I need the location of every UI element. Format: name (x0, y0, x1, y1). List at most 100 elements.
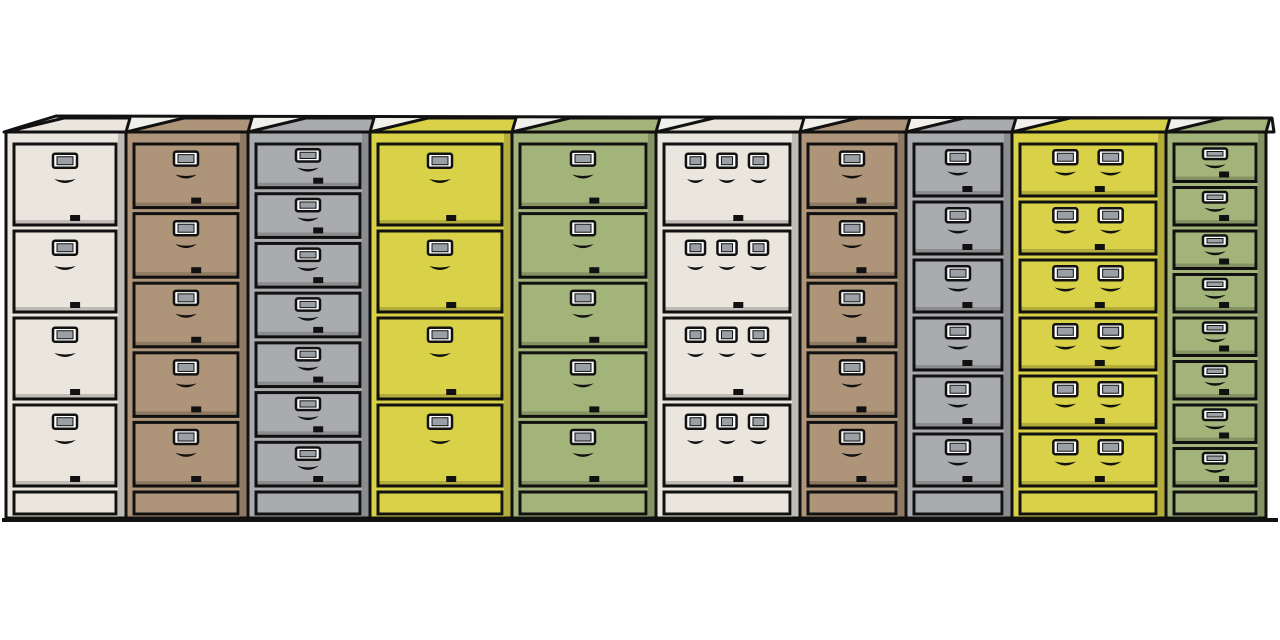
label-card (431, 417, 449, 427)
label-card (720, 156, 734, 166)
drawer-latch (191, 197, 202, 204)
drawer (912, 432, 1004, 488)
drawer-front (912, 374, 1004, 430)
label-card (177, 154, 195, 164)
drawer-latch (962, 360, 973, 366)
label-card (949, 442, 967, 452)
drawer-latch (70, 215, 81, 221)
drawer-shadow (14, 307, 116, 312)
drawer-latch (191, 267, 202, 274)
drawer-pull-icon (1099, 461, 1122, 466)
drawer-pull-icon (175, 174, 197, 179)
drawer (254, 440, 362, 488)
drawer-pull-icon (749, 179, 768, 184)
drawer-front (254, 241, 362, 289)
drawer-shadow (1020, 365, 1156, 370)
drawer-shadow (256, 431, 360, 437)
drawer-latch (191, 476, 202, 482)
cabinets-group (2, 114, 1278, 522)
drawer-front (376, 142, 504, 227)
drawer (254, 341, 362, 389)
cabinet-plinth (806, 490, 898, 516)
drawer-shadow (914, 249, 1002, 254)
label-card (949, 152, 967, 162)
drawer-pull-icon (54, 353, 76, 358)
drawer-front (1172, 142, 1258, 183)
drawer-front (1018, 258, 1158, 314)
drawer-latch (313, 177, 324, 184)
drawer-shadow (1020, 191, 1156, 196)
label-card (1056, 152, 1074, 162)
drawer (662, 229, 792, 314)
drawer (518, 142, 648, 210)
drawer-shadow (914, 307, 1002, 312)
label-card (177, 432, 195, 442)
drawer-latch (446, 389, 457, 395)
drawer-latch (70, 476, 81, 482)
drawer-pull-icon (718, 440, 736, 445)
drawer-front (12, 403, 118, 488)
drawer (662, 403, 792, 488)
drawer (518, 212, 648, 279)
drawer-latch (856, 197, 867, 204)
drawer-front (132, 351, 240, 418)
drawer-latch (856, 267, 867, 274)
drawer (662, 142, 792, 227)
drawer-pull-icon (1054, 229, 1077, 234)
drawer-latch (962, 186, 973, 192)
drawer-shadow (14, 481, 116, 486)
drawer-pull-icon (1204, 338, 1226, 343)
drawer (1018, 374, 1158, 430)
drawer-pull-icon (1054, 345, 1077, 350)
drawer (912, 316, 1004, 372)
drawer-shadow (256, 232, 360, 238)
drawer-front (376, 316, 504, 401)
label-card (299, 151, 317, 159)
drawer-shadow (1020, 481, 1156, 486)
drawer-pull-icon (1099, 229, 1122, 234)
drawer-front (662, 229, 792, 314)
drawer-latch (856, 476, 867, 482)
label-card (1206, 194, 1224, 200)
drawer-shadow (1174, 220, 1256, 225)
label-card (1102, 384, 1120, 394)
label-card (1056, 268, 1074, 278)
label-card (574, 223, 592, 233)
drawer-pull-icon (749, 440, 768, 445)
cabinet-body (654, 130, 802, 520)
cabinet-plinth (254, 490, 362, 516)
label-card (1206, 151, 1224, 157)
cabinet-side-shade (898, 132, 906, 518)
drawer-front (518, 142, 648, 210)
drawer-latch (191, 336, 202, 343)
drawer-front (132, 420, 240, 488)
drawer-front (254, 192, 362, 239)
drawer-latch (1219, 215, 1230, 221)
drawer-front (132, 142, 240, 210)
drawer (1172, 447, 1258, 488)
drawer-pull-icon (175, 313, 197, 318)
drawer-pull-icon (841, 313, 863, 318)
drawer-shadow (520, 272, 646, 278)
drawer-front (12, 142, 118, 227)
drawer (132, 351, 240, 418)
drawer (806, 142, 898, 210)
drawer-pull-icon (947, 287, 969, 292)
label-card (720, 330, 734, 340)
drawer-latch (313, 277, 324, 284)
drawer-shadow (808, 411, 896, 417)
label-card (1206, 368, 1224, 374)
drawer-shadow (134, 411, 238, 417)
drawer-pull-icon (572, 383, 594, 388)
cabinet-body (798, 130, 908, 520)
drawer-latch (313, 227, 324, 234)
cabinet-body (124, 130, 250, 520)
drawer-pull-icon (947, 461, 969, 466)
drawer-latch (1219, 171, 1230, 178)
drawer-front (1172, 273, 1258, 314)
drawer-front (912, 142, 1004, 198)
drawer (132, 420, 240, 488)
label-card (1206, 325, 1224, 331)
drawer-latch (446, 215, 457, 221)
